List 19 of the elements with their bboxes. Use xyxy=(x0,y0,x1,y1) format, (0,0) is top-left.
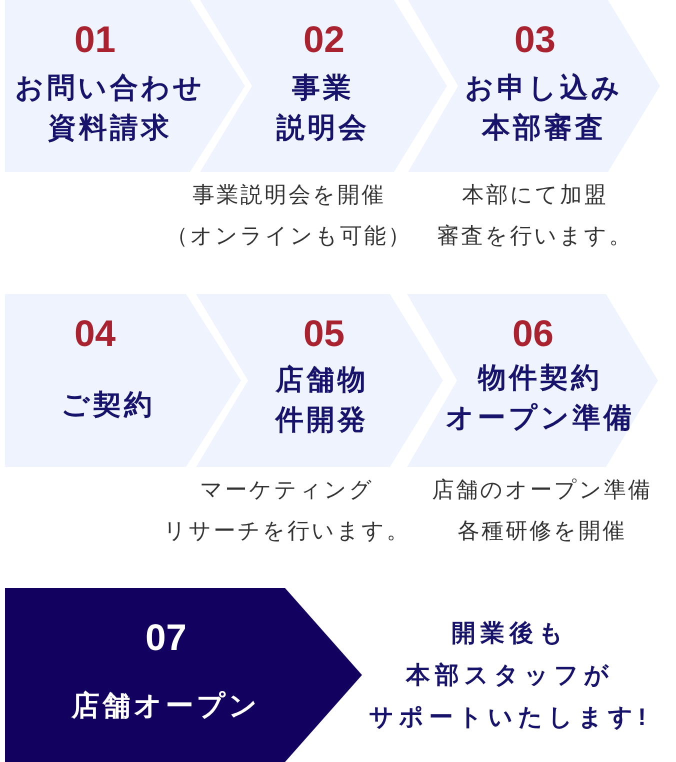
step-description: 事業説明会を開催（オンラインも可能） xyxy=(166,181,412,250)
step-number: 07 xyxy=(145,618,187,658)
step-number: 04 xyxy=(74,314,116,354)
step-number: 02 xyxy=(303,20,345,60)
step-number: 05 xyxy=(303,314,345,354)
closing-message: 開業後も本部スタッフがサポートいたします! xyxy=(369,619,651,733)
step-description: 本部にて加盟審査を行います。 xyxy=(437,181,633,250)
step-title: 事業説明会 xyxy=(276,71,370,145)
step-number: 06 xyxy=(512,314,554,354)
step-title: 店舗物件開発 xyxy=(276,363,368,437)
step-title: お申し込み本部審査 xyxy=(465,71,623,145)
step-title: 店舗オープン xyxy=(72,689,260,723)
step-title: お問い合わせ資料請求 xyxy=(15,71,205,145)
step-title: 物件契約オープン準備 xyxy=(446,361,634,435)
step-description: 店舗のオープン準備各種研修を開催 xyxy=(432,476,652,545)
step-number: 01 xyxy=(74,20,116,60)
step-number: 03 xyxy=(514,20,556,60)
step-description: マーケティングリサーチを行います。 xyxy=(164,476,410,545)
step-title: ご契約 xyxy=(61,388,155,422)
